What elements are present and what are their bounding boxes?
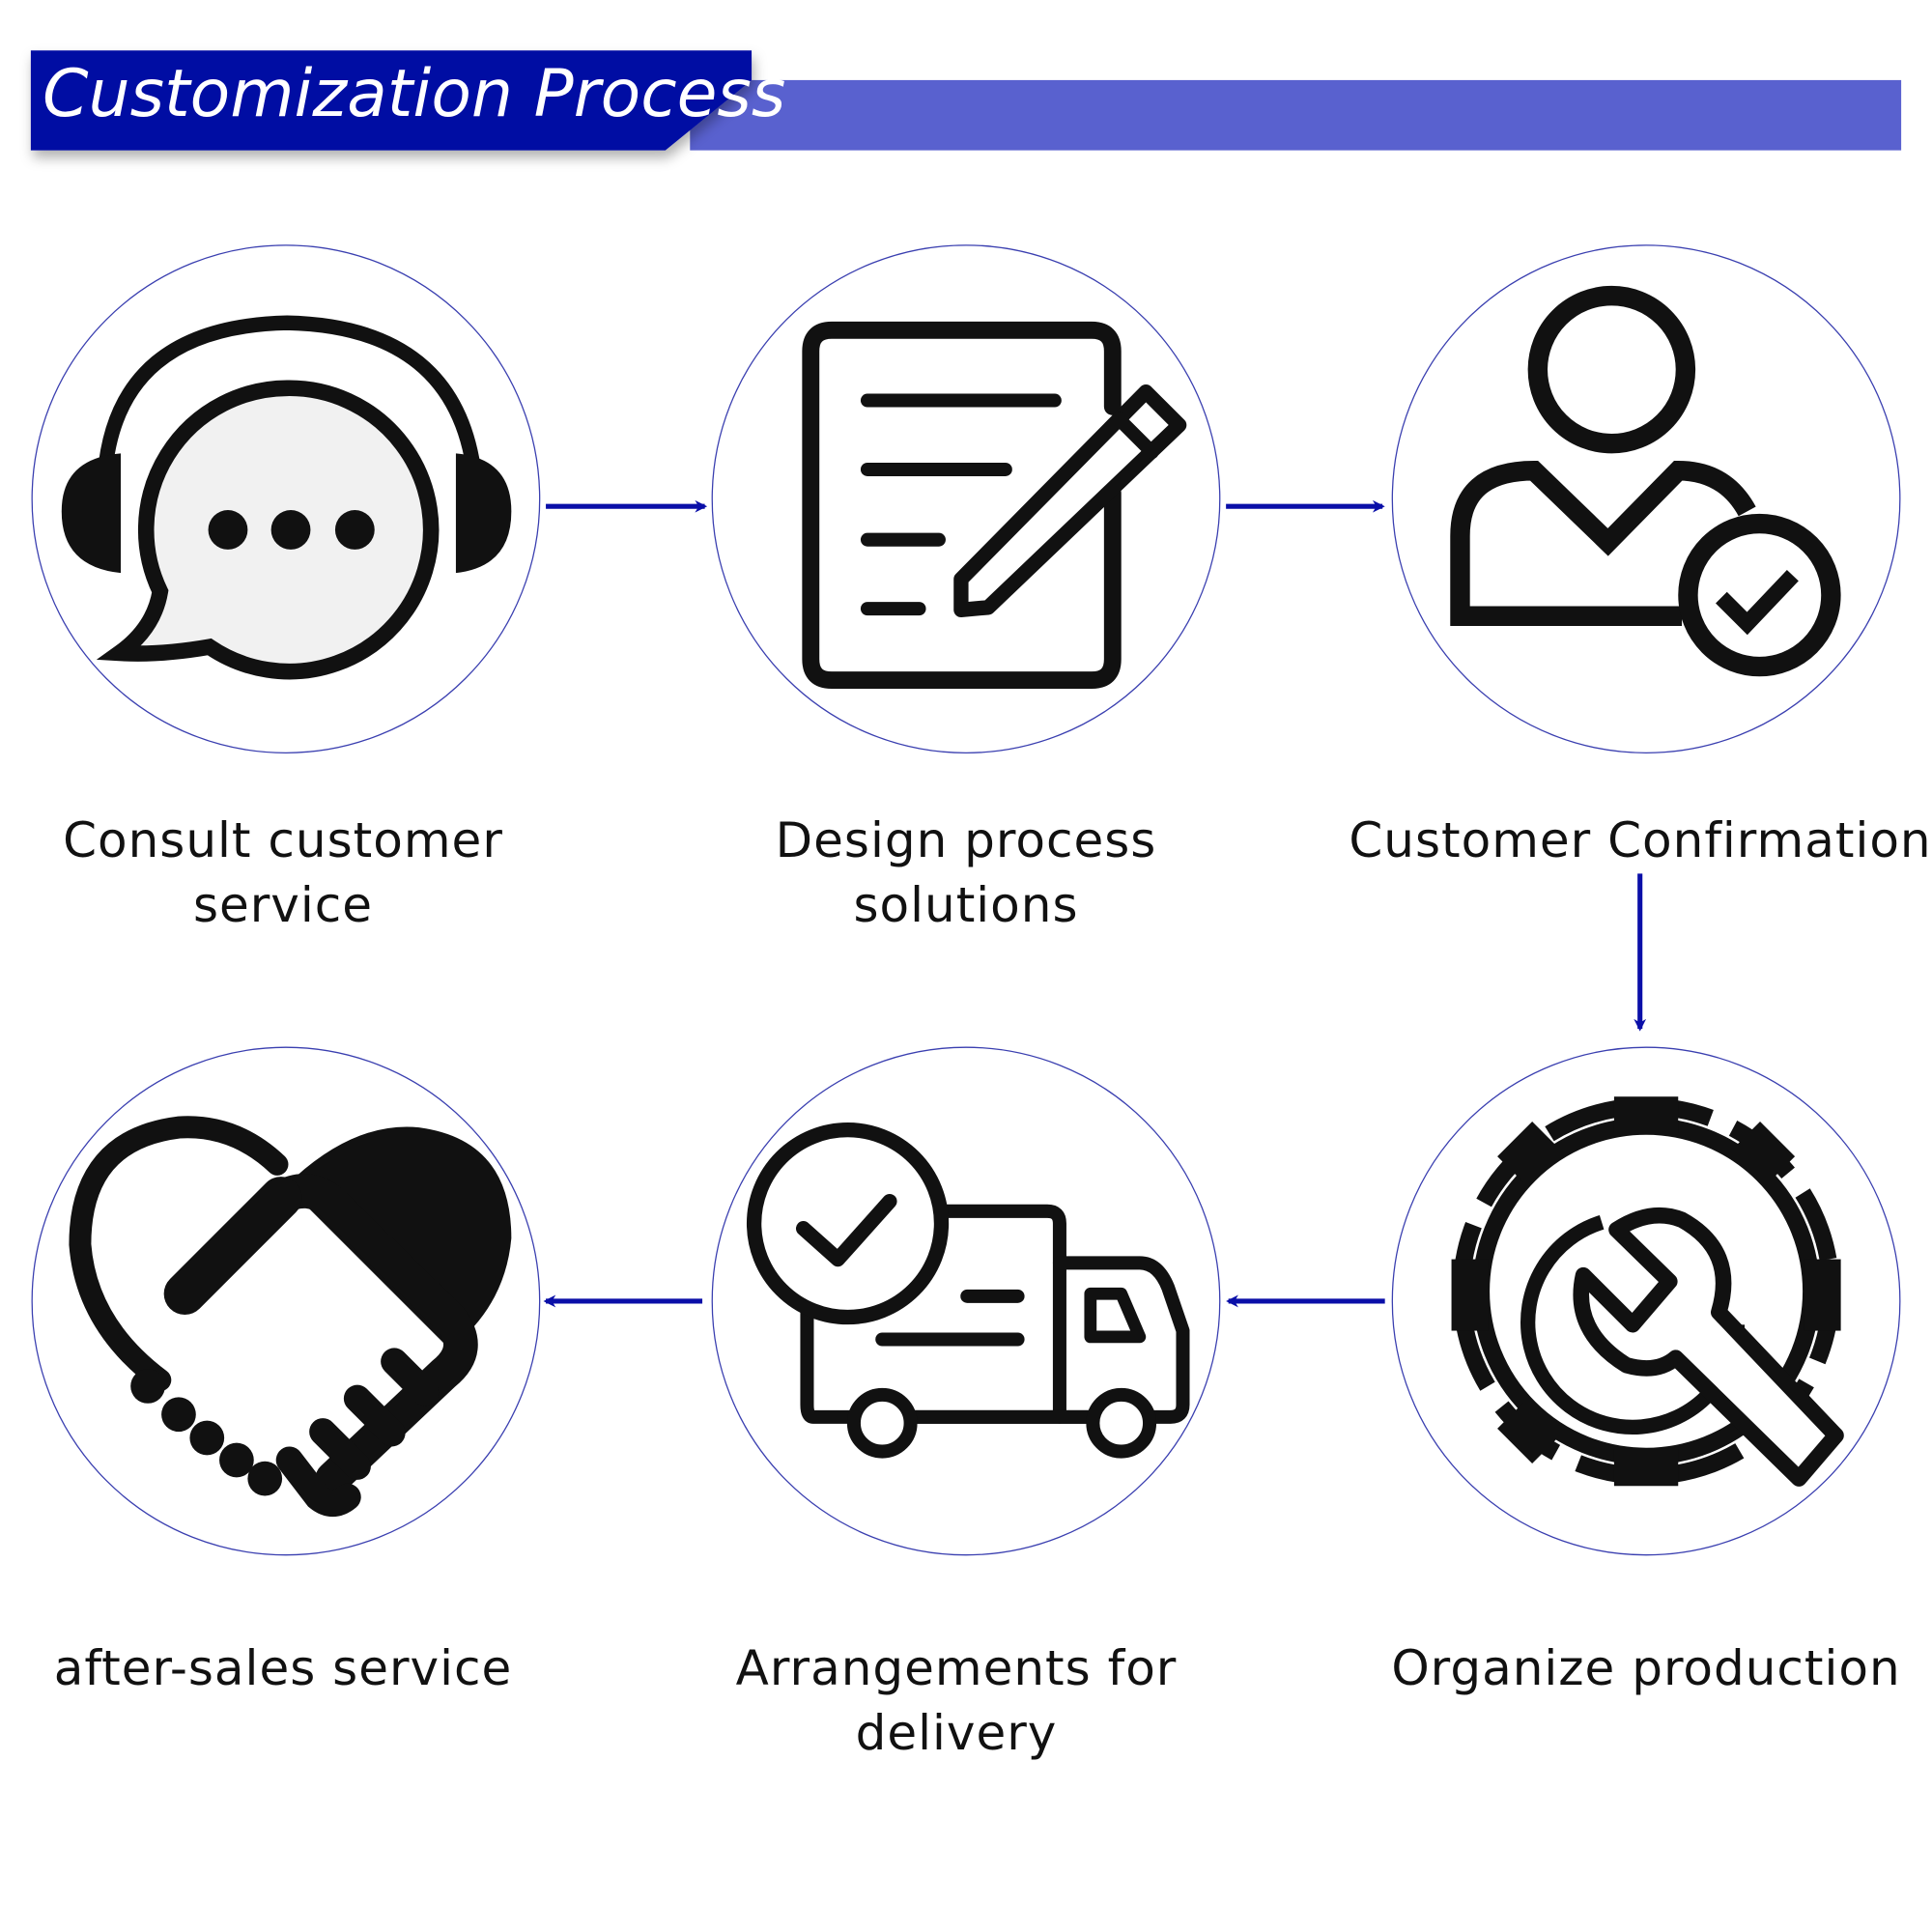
step-circle-3: [1391, 244, 1901, 753]
user-check-icon: [1450, 285, 1841, 677]
document-pencil-icon: [802, 321, 1187, 690]
step-circle-1: [31, 244, 541, 753]
step-label-design: Design process solutions: [775, 812, 1157, 933]
headset-chat-icon: [61, 315, 512, 680]
page-title: Customization Process: [43, 56, 786, 132]
step-circle-4: [1391, 1046, 1901, 1556]
gear-wrench-icon: [1451, 1096, 1844, 1487]
header-title-box: [30, 50, 753, 151]
handshake-heart-icon: [69, 1116, 512, 1518]
step-label-production: Organize production: [1391, 1640, 1901, 1696]
step-circle-6: [31, 1046, 541, 1556]
step-label-consult: Consult customer service: [63, 812, 503, 933]
step-circle-5: [711, 1046, 1221, 1556]
header-bar: [690, 79, 1902, 151]
delivery-truck-check-icon: [746, 1122, 1190, 1459]
step-circle-2: [711, 244, 1221, 753]
step-label-delivery: Arrangements for delivery: [735, 1640, 1178, 1761]
step-label-confirmation: Customer Confirmation: [1349, 812, 1932, 868]
step-label-after-sales: after-sales service: [53, 1640, 513, 1696]
